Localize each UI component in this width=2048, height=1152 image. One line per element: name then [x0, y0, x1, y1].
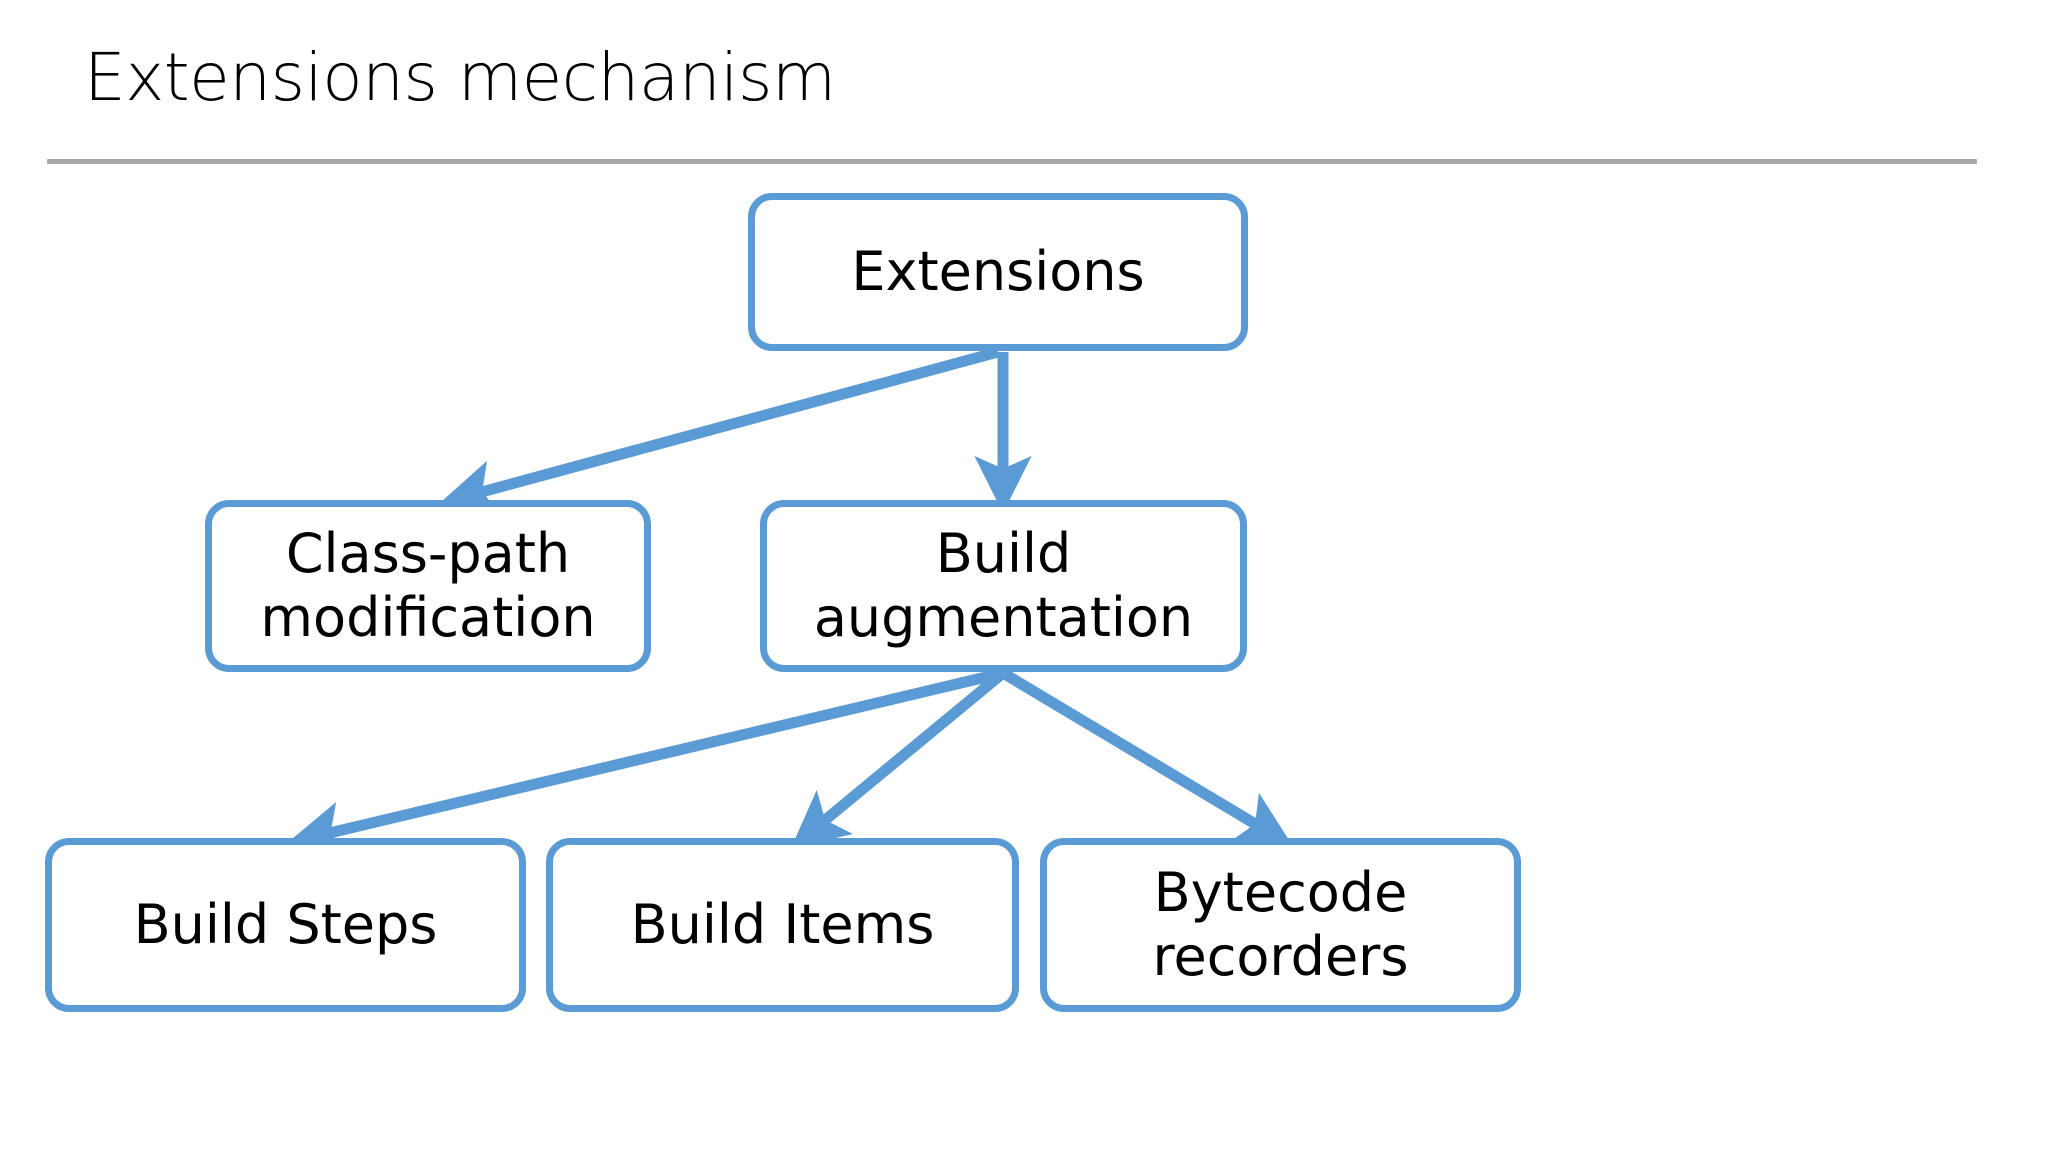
node-build-items[interactable]: Build Items: [546, 838, 1019, 1012]
node-bytecode-recorders[interactable]: Bytecode recorders: [1040, 838, 1521, 1012]
node-class-path-modification[interactable]: Class-path modification: [205, 500, 651, 672]
node-build-augmentation-label: Build augmentation: [813, 522, 1194, 649]
node-class-path-modification-label: Class-path modification: [260, 522, 596, 649]
node-build-items-label: Build Items: [630, 893, 935, 957]
node-build-steps[interactable]: Build Steps: [45, 838, 526, 1012]
node-build-steps-label: Build Steps: [133, 893, 438, 957]
node-extensions-label: Extensions: [851, 240, 1145, 304]
node-extensions[interactable]: Extensions: [748, 193, 1248, 351]
page-title: Extensions mechanism: [84, 39, 836, 117]
title-divider: [47, 159, 1977, 164]
node-bytecode-recorders-label: Bytecode recorders: [1152, 861, 1409, 988]
node-build-augmentation[interactable]: Build augmentation: [760, 500, 1247, 672]
